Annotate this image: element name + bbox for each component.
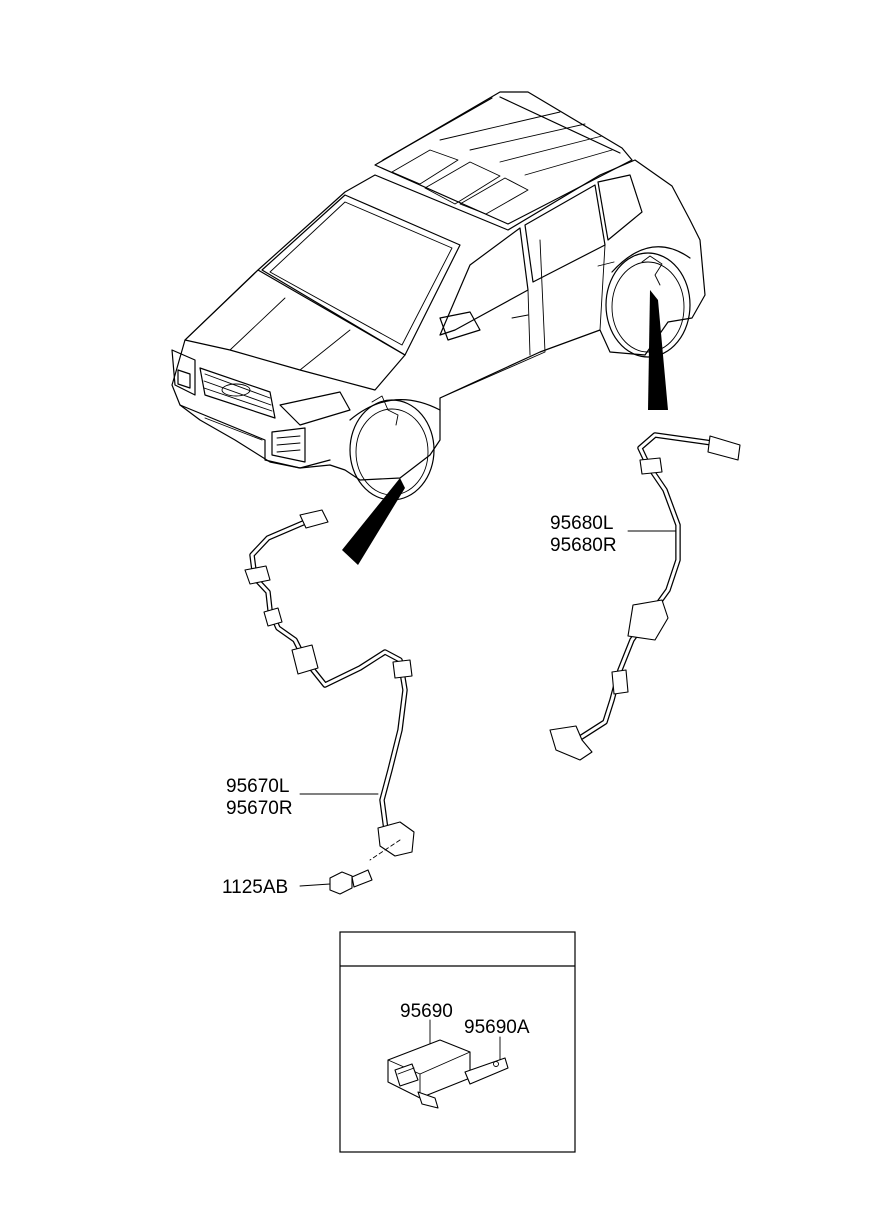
rear-wheel-speed-sensor — [549, 432, 741, 761]
bolt-icon — [329, 871, 353, 895]
front-sensor-right-label: 95670R — [226, 798, 293, 819]
rear-callout-pointer — [648, 290, 668, 410]
rear-sensor-left-label: 95680L — [550, 513, 613, 534]
callout-95680: 95680L 95680R — [550, 513, 677, 556]
module-inset: 95690 95690A — [339, 931, 576, 1153]
module-bracket-label: 95690A — [464, 1017, 530, 1038]
module-label: 95690 — [400, 1001, 453, 1022]
vehicle-illustration — [171, 91, 706, 501]
front-callout-pointer — [342, 478, 405, 565]
module-bracket — [464, 1057, 509, 1085]
callout-95670: 95670L 95670R — [226, 776, 379, 819]
callout-1125ab: 1125AB — [222, 877, 331, 898]
front-wheel-speed-sensor — [244, 509, 415, 895]
rear-sensor-right-label: 95680R — [550, 535, 617, 556]
front-sensor-left-label: 95670L — [226, 776, 289, 797]
bolt-label: 1125AB — [222, 877, 288, 898]
